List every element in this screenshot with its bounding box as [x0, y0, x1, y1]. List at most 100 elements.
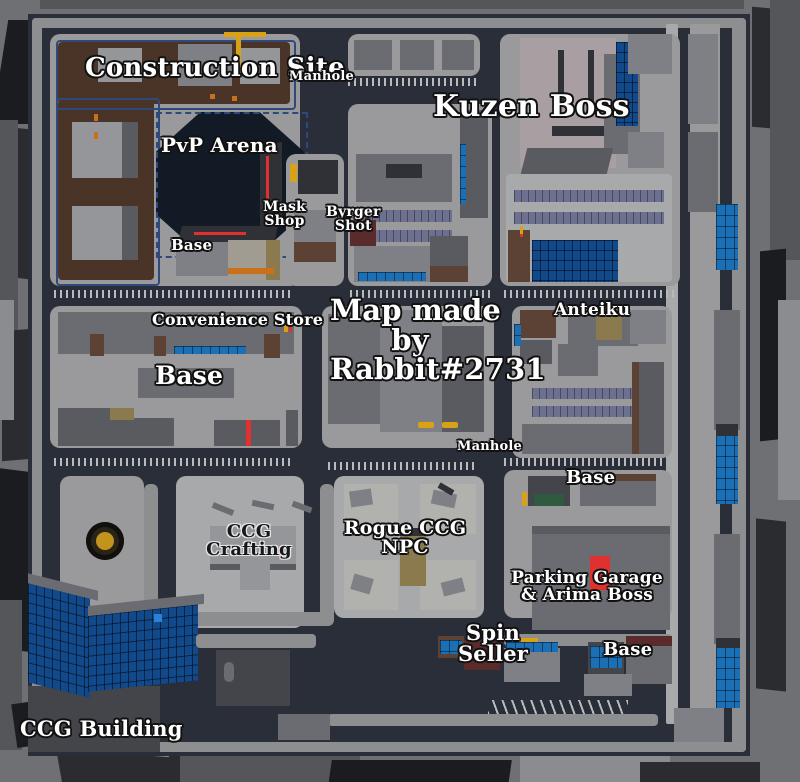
east-edge-windows-n — [716, 204, 738, 270]
construction-cone-1 — [210, 94, 215, 99]
mw-building-accent — [110, 408, 134, 420]
label-parking-garage: Parking Garage & Arima Boss — [511, 568, 663, 606]
construction-building-1 — [98, 48, 142, 82]
label-base-arena: Base — [171, 236, 213, 254]
arima-boss-marker — [590, 556, 610, 590]
label-rogue-ccg-npc: Rogue CCG NPC — [343, 517, 467, 559]
se-shop-1-sign — [514, 638, 538, 642]
label-ccg-crafting: CCG Crafting — [206, 521, 292, 561]
parking-garage-roofline — [532, 526, 670, 534]
kuzen-row-2 — [514, 212, 664, 224]
arena-shop-roof — [266, 240, 280, 280]
sw-sidewalk-strip — [196, 634, 316, 648]
crosswalk-mid-1 — [54, 290, 294, 298]
me-building-tc — [558, 344, 598, 376]
se-shop-3 — [584, 674, 632, 696]
south-edge-sidewalk — [328, 714, 658, 726]
crosswalk-low-3 — [504, 458, 664, 466]
me-building-tl — [520, 310, 556, 338]
se-base-north-roof — [580, 474, 656, 481]
terrain-slab-r2 — [778, 300, 800, 500]
label-construction-site: Construction Site — [85, 53, 345, 83]
kuzen-tower-slot-1 — [558, 50, 564, 106]
label-pvp-arena: PvP Arena — [161, 133, 278, 157]
construction-cone-3 — [94, 114, 98, 121]
me-building-tall-r — [638, 362, 664, 454]
construction-fence-top — [56, 40, 296, 110]
construction-tower-1 — [72, 122, 122, 178]
crosswalk-nc-top — [348, 78, 480, 86]
terrain-crack-b2 — [328, 760, 512, 782]
terrain-slab-r1 — [770, 0, 800, 260]
convenience-sign — [284, 316, 288, 332]
me-windows-left — [514, 324, 521, 346]
terrain-slab-l2 — [0, 300, 14, 420]
ccg-crafting-marker — [278, 548, 281, 556]
ccg-building-glass-left — [28, 582, 90, 698]
pvp-arena-light-1 — [266, 156, 269, 200]
crane-mast — [224, 32, 266, 37]
east-edge-building-s — [714, 534, 740, 644]
ring-road-outer-left — [32, 18, 42, 752]
mw-building-bc-door — [246, 420, 251, 446]
mc-building-center — [380, 310, 442, 432]
ccg-building-roof — [28, 686, 160, 752]
label-kuzen-boss: Kuzen Boss — [433, 89, 630, 124]
label-mask-shop: Mask Shop — [263, 199, 306, 230]
kuzen-row-1 — [514, 190, 664, 202]
anteiku-sign — [598, 310, 610, 314]
kuzen-tower-notch — [552, 126, 616, 136]
se-base-shop — [626, 646, 672, 684]
city-plate: Construction Site Manhole Kuzen Boss PvP… — [20, 14, 750, 756]
convenience-window-strip — [174, 346, 246, 354]
mc-car-1 — [418, 422, 434, 428]
crosswalk-south-hatch — [488, 700, 628, 716]
mask-shop-front — [294, 242, 336, 262]
construction-building-3 — [240, 48, 280, 84]
kuzen-lower-glass — [532, 240, 618, 282]
kuzen-annex-2 — [628, 34, 672, 74]
kuzen-podium — [520, 148, 614, 174]
mw-building-br — [286, 410, 298, 446]
label-anteiku: Anteiku — [554, 300, 631, 320]
east-edge-windows-s — [716, 646, 740, 708]
ccg-crafting-annex — [240, 564, 270, 590]
mask-shop-neighbor — [298, 160, 338, 194]
mc-car-2 — [442, 422, 458, 428]
ccg-building-light — [154, 614, 162, 622]
label-map-credit: Map made by Rabbit#2731 — [330, 293, 546, 387]
east-edge-building-n2 — [688, 132, 718, 212]
ring-road-outer-bottom — [32, 742, 746, 752]
me-building-tr — [630, 310, 666, 344]
rogue-npc-center-structure — [400, 530, 426, 586]
ccg-building-glass-right — [88, 604, 198, 692]
ccg-coin-emblem — [86, 522, 124, 560]
east-edge-cap-s — [716, 638, 740, 648]
se-corner-building — [674, 708, 724, 742]
kuzen-marker — [520, 234, 523, 237]
label-ccg-building: CCG Building — [20, 716, 183, 741]
construction-cone-2 — [232, 96, 237, 101]
nc-rowhouse-1 — [358, 210, 452, 222]
crosswalk-low-2 — [328, 462, 478, 470]
convenience-door-1 — [90, 334, 104, 356]
label-manhole-north: Manhole — [289, 69, 354, 84]
convenience-sign-2 — [289, 316, 292, 332]
convenience-door-3 — [264, 334, 280, 358]
crane-arm — [236, 36, 241, 74]
ccg-crafting-road-loop-r — [320, 484, 334, 624]
terrain-crack-b3 — [640, 762, 760, 782]
construction-tower-2 — [72, 206, 122, 260]
me-building-bottom — [522, 424, 632, 454]
nc-top-building-1 — [354, 40, 392, 70]
crosswalk-mid-3 — [504, 290, 674, 298]
kuzen-tower-slot-2 — [588, 50, 594, 106]
label-base-convenience: Base — [155, 361, 224, 390]
mask-shop-sign — [290, 164, 297, 182]
kuzen-lower-left — [508, 230, 530, 282]
byrger-shot-building — [350, 220, 376, 246]
kuzen-marker-2 — [520, 226, 523, 234]
construction-cone-4 — [94, 132, 98, 139]
me-building-tl2 — [520, 340, 552, 364]
